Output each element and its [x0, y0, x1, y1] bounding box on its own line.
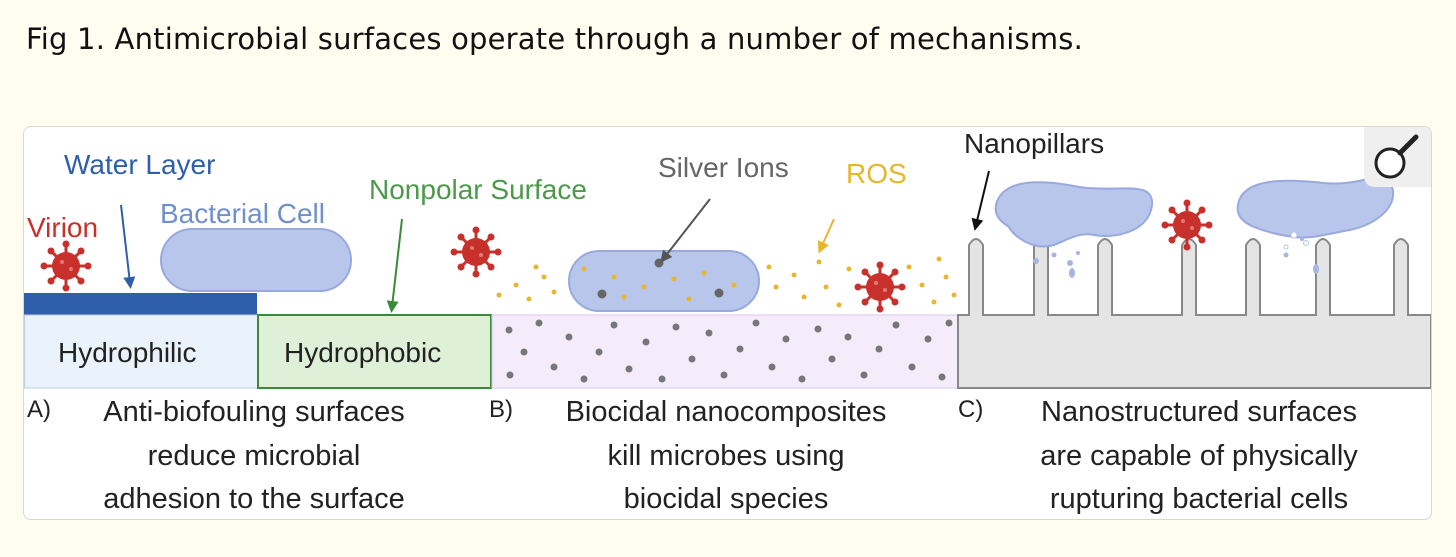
virion-icon	[39, 239, 93, 293]
panel-caption-line: kill microbes using	[608, 440, 845, 472]
label-hydrophobic: Hydrophobic	[284, 337, 441, 368]
panel-letter: C)	[958, 396, 983, 423]
virus-icon	[1160, 198, 1214, 252]
water-layer-bar	[24, 293, 257, 315]
label-silver-ions: Silver Ions	[658, 152, 789, 183]
panel-caption-line: Anti-biofouling surfaces	[103, 396, 404, 428]
ros-arrow	[817, 218, 835, 254]
label-ros: ROS	[846, 158, 907, 189]
panel-caption-line: are capable of physically	[1040, 440, 1358, 472]
panel-caption-line: reduce microbial	[148, 440, 361, 472]
panel-caption-line: adhesion to the surface	[103, 483, 404, 515]
label-nonpolar-surface: Nonpolar Surface	[369, 174, 587, 205]
label-nanopillars: Nanopillars	[964, 128, 1104, 159]
panel-caption-line: Nanostructured surfaces	[1041, 396, 1357, 428]
virus-icon	[853, 260, 907, 314]
bacterial-cell-icon	[568, 250, 760, 312]
panel-letter: A)	[27, 396, 51, 423]
nanopillar-arrow	[971, 170, 990, 231]
label-bacterial-cell: Bacterial Cell	[160, 198, 325, 229]
water-layer-arrow	[120, 204, 136, 289]
bacterial-cell-icon	[160, 228, 352, 292]
panel-a-caption: A) Anti-biofouling surfaces reduce micro…	[27, 396, 405, 515]
figure-panel: Water Layer Virion Bacterial Cell Nonpol…	[23, 126, 1432, 520]
hydrophilic-surface	[24, 314, 258, 389]
panel-letter: B)	[489, 396, 513, 423]
nanoparticle-dots	[505, 319, 953, 383]
label-hydrophilic: Hydrophilic	[58, 337, 197, 368]
magnifier-icon[interactable]	[1364, 127, 1431, 187]
hydrophobic-surface	[257, 314, 492, 389]
panel-caption-line: Biocidal nanocomposites	[566, 396, 887, 428]
ruptured-cell-icon	[994, 181, 1154, 248]
nonpolar-arrow	[386, 218, 403, 313]
panel-caption-line: rupturing bacterial cells	[1050, 483, 1348, 515]
silver-ion-arrow	[660, 198, 711, 263]
panel-b-caption: B) Biocidal nanocomposites kill microbes…	[489, 396, 886, 515]
label-water-layer: Water Layer	[64, 149, 215, 180]
figure-caption: Fig 1. Antimicrobial surfaces operate th…	[26, 22, 1084, 56]
ruptured-cell-icon	[1236, 177, 1395, 239]
panel-c-caption: C) Nanostructured surfaces are capable o…	[958, 396, 1358, 515]
panel-caption-line: biocidal species	[624, 483, 829, 515]
ros-dots	[496, 256, 957, 308]
virus-icon	[449, 225, 503, 279]
label-virion: Virion	[27, 212, 98, 243]
nanopillar-array	[957, 238, 1431, 389]
figure-diagram: Water Layer Virion Bacterial Cell Nonpol…	[24, 127, 1431, 515]
